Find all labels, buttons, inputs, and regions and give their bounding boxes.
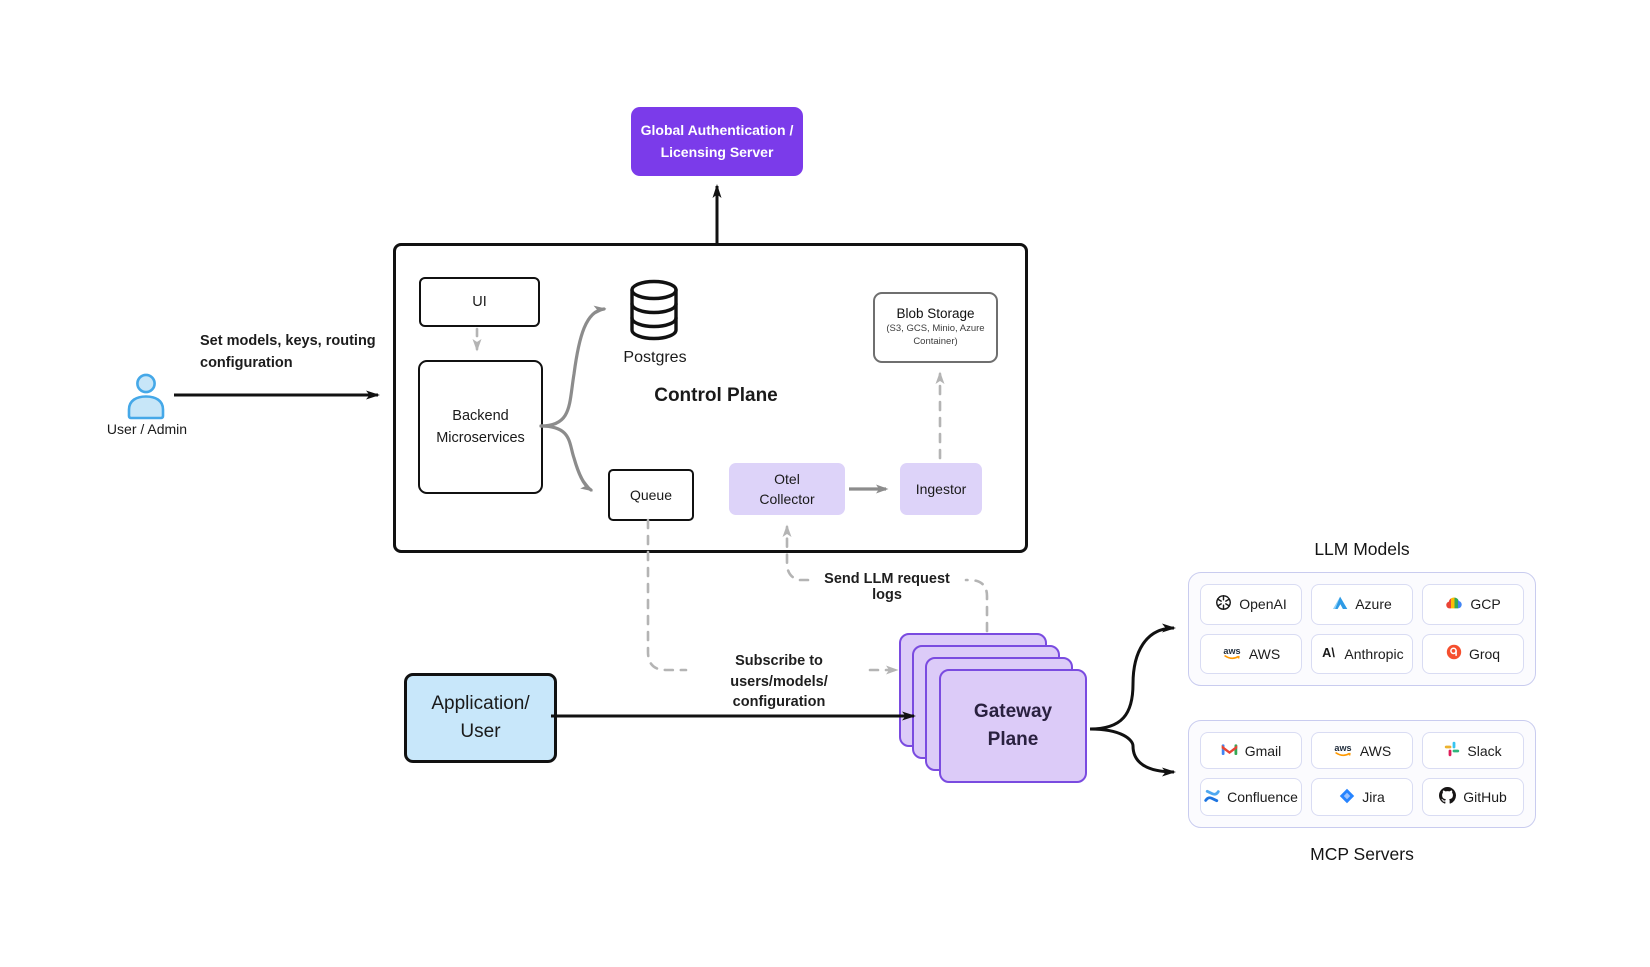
confluence-icon — [1204, 788, 1220, 807]
llm-card-groq: Groq — [1422, 633, 1524, 674]
arrow-gateway-to-mcp-servers — [1089, 727, 1176, 777]
mcp-card-gmail: Gmail — [1200, 732, 1302, 769]
user-admin-icon — [124, 372, 168, 425]
ingestor-node: Ingestor — [900, 463, 982, 515]
slack-icon — [1444, 741, 1460, 760]
postgres-database-icon — [625, 279, 683, 348]
llm-card-label: OpenAI — [1239, 596, 1287, 613]
aws-icon: aws — [1222, 645, 1242, 663]
llm-card-label: GCP — [1470, 596, 1501, 613]
gateway-plane-node: Gateway Plane — [939, 669, 1087, 783]
control-plane-container — [393, 243, 1028, 553]
edge-label-set-models: Set models, keys, routing configuration — [200, 333, 376, 371]
mcp-card-label: AWS — [1359, 742, 1392, 759]
postgres-label: Postgres — [623, 349, 687, 366]
gcp-icon — [1445, 595, 1463, 613]
azure-icon — [1332, 595, 1348, 614]
global-auth-licensing-server-node: Global Authentication / Licensing Server — [631, 107, 803, 176]
svg-text:A\: A\ — [1323, 645, 1336, 660]
openai-icon — [1215, 594, 1232, 614]
gmail-icon — [1221, 743, 1238, 759]
control-plane-title: Control Plane — [654, 385, 778, 406]
edge-label-subscribe: Subscribe to users/models/ configuration — [730, 653, 828, 711]
mcp-card-slack: Slack — [1422, 732, 1524, 769]
edge-label-send-llm-request-logs: Send LLM request logs — [824, 571, 950, 603]
aws-icon: aws — [1333, 742, 1353, 760]
mcp-card-label: GitHub — [1463, 789, 1507, 805]
blob-storage-node: Blob Storage (S3, GCS, Minio, Azure Cont… — [873, 292, 998, 363]
groq-icon — [1446, 644, 1462, 663]
mcp-card-aws: aws AWS — [1311, 732, 1413, 769]
mcp-card-label: Jira — [1362, 789, 1385, 805]
llm-models-panel: OpenAI Azure — [1188, 572, 1536, 686]
ui-node: UI — [419, 277, 540, 327]
llm-card-azure: Azure — [1311, 584, 1413, 625]
mcp-card-label: Gmail — [1244, 742, 1282, 759]
otel-collector-node: Otel Collector — [729, 463, 845, 515]
llm-card-label: Groq — [1468, 645, 1501, 662]
llm-models-title: LLM Models — [1314, 539, 1410, 559]
mcp-card-github: GitHub — [1422, 778, 1524, 816]
llm-card-label: AWS — [1248, 645, 1281, 662]
svg-text:aws: aws — [1334, 742, 1351, 752]
application-user-node: Application/ User — [404, 673, 557, 763]
mcp-servers-panel: Gmail aws AWS Slack — [1188, 720, 1536, 828]
mcp-servers-title: MCP Servers — [1310, 844, 1414, 864]
github-icon — [1439, 787, 1457, 807]
llm-card-anthropic: A\ Anthropic — [1311, 633, 1413, 674]
anthropic-icon: A\ — [1320, 644, 1337, 664]
llm-card-aws: aws AWS — [1200, 633, 1302, 674]
mcp-card-label: Confluence — [1227, 789, 1298, 805]
mcp-card-label: Slack — [1467, 742, 1502, 759]
llm-card-label: Azure — [1355, 596, 1392, 613]
blob-storage-title: Blob Storage — [896, 306, 975, 322]
llm-card-gcp: GCP — [1422, 584, 1524, 625]
mcp-card-jira: Jira — [1311, 778, 1413, 816]
jira-icon — [1339, 788, 1355, 807]
llm-card-label: Anthropic — [1344, 645, 1404, 662]
backend-microservices-node: Backend Microservices — [418, 360, 543, 494]
llm-card-openai: OpenAI — [1200, 584, 1302, 625]
dashed-gateway-to-logs-label — [964, 578, 989, 633]
svg-text:aws: aws — [1223, 646, 1240, 656]
arrow-gateway-to-llm-models — [1089, 623, 1176, 731]
mcp-card-confluence: Confluence — [1200, 778, 1302, 816]
user-admin-label: User / Admin — [106, 421, 188, 437]
blob-storage-subtitle: (S3, GCS, Minio, Azure Container) — [886, 323, 985, 347]
queue-node: Queue — [608, 469, 694, 521]
